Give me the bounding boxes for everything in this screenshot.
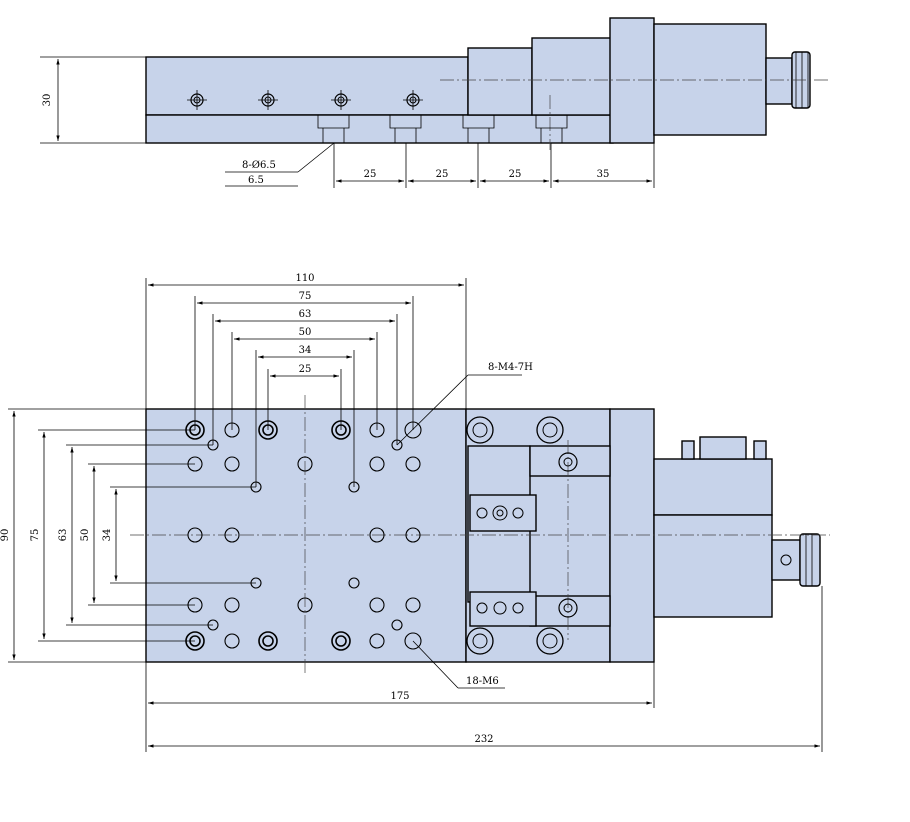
side-counterbores: [317, 115, 568, 143]
dim-v-90: 90: [0, 529, 11, 542]
vertical-dims: 90 75 63 50 34: [0, 408, 256, 663]
dim-v-63: 63: [58, 529, 69, 542]
dim-v-75: 75: [30, 529, 41, 542]
top-motor: [653, 514, 773, 618]
top-rail-lower: [529, 595, 611, 627]
side-hole-depth: 6.5: [248, 175, 264, 186]
top-table: [145, 408, 467, 663]
top-connector-screw-right: [753, 440, 767, 460]
callout-m6: 18-M6: [466, 676, 499, 687]
side-top-holes: [187, 90, 423, 110]
side-spacing-4: 35: [597, 169, 610, 180]
top-connector-screw-left: [681, 440, 695, 460]
side-base: [145, 114, 614, 144]
dim-232: 232: [474, 734, 493, 745]
side-spacing-1: 25: [364, 169, 377, 180]
side-hole-note: 8-Ø6.5: [242, 160, 276, 171]
overall-dims: 175 232: [145, 586, 823, 752]
m6-holes: [185, 416, 578, 655]
horizontal-dims: 110 75 63 50 34 25: [145, 273, 467, 487]
callouts: 8-M4-7H 18-M6: [396, 362, 533, 689]
dim-75: 75: [299, 291, 312, 302]
top-nut-block-lower: [469, 591, 537, 627]
side-upper-table: [145, 56, 469, 116]
top-rail-upper: [529, 445, 611, 477]
side-spacing-2: 25: [436, 169, 449, 180]
dim-63: 63: [299, 309, 312, 320]
side-view: 30 8-Ø6.5 6.5 25 25 25 35: [40, 17, 830, 188]
dim-110: 110: [295, 273, 314, 284]
top-shaft: [771, 539, 801, 581]
side-block-1: [467, 47, 533, 116]
side-motor: [653, 23, 767, 136]
top-connector-box: [653, 458, 773, 516]
side-spacing-3: 25: [509, 169, 522, 180]
side-block-2: [531, 37, 613, 116]
top-flange: [609, 408, 655, 663]
top-view: 110 75 63 50 34 25: [0, 273, 830, 752]
dim-25: 25: [299, 364, 312, 375]
dim-175: 175: [390, 691, 409, 702]
side-shaft: [765, 57, 793, 105]
top-connector: [699, 436, 747, 460]
dim-v-34: 34: [102, 529, 113, 542]
callout-m4: 8-M4-7H: [488, 362, 533, 373]
top-knob: [799, 533, 821, 587]
dim-50: 50: [299, 327, 312, 338]
dim-34: 34: [299, 345, 312, 356]
side-height-label: 30: [42, 94, 53, 107]
dim-v-50: 50: [80, 529, 91, 542]
side-flange: [609, 17, 655, 144]
